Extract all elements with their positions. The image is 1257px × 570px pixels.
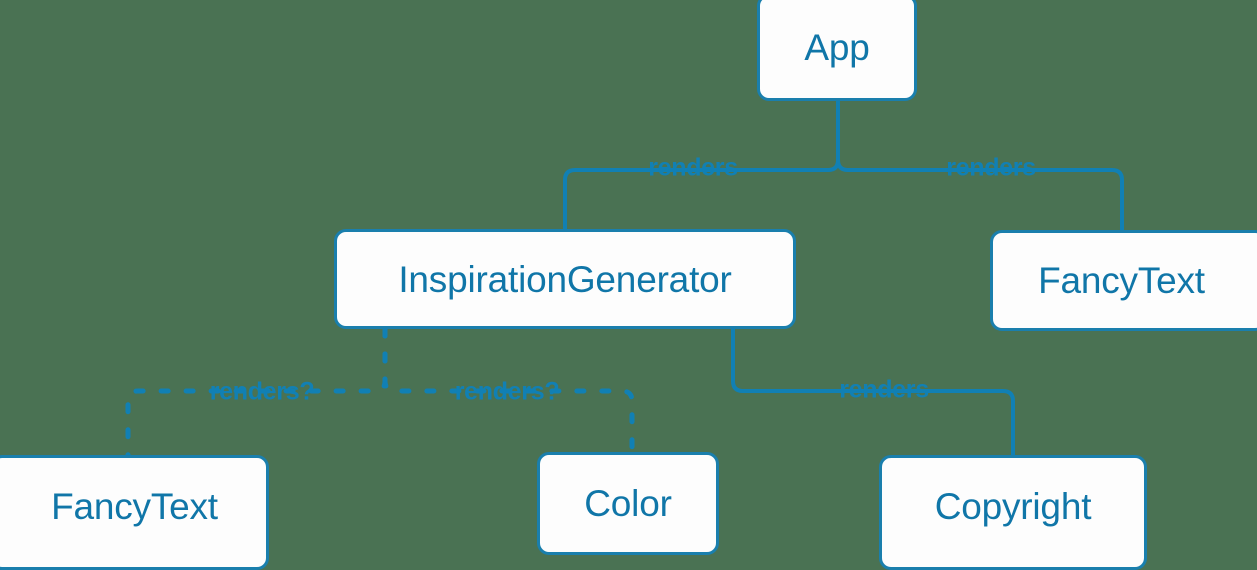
edge-label-inspgen-color: renders? <box>454 377 560 406</box>
node-app[interactable]: App <box>757 0 917 101</box>
node-label-app: App <box>804 27 870 68</box>
edge-app-fancytext <box>836 99 1124 232</box>
node-fancytext-bottom[interactable]: FancyText <box>0 455 269 570</box>
node-copyright[interactable]: Copyright <box>879 455 1147 570</box>
edge-inspgen-copyright <box>731 327 1015 457</box>
edge-label-app-inspgen: renders <box>648 153 738 182</box>
edge-inspgen-color <box>382 326 635 455</box>
node-label-color: Color <box>584 483 672 524</box>
node-label-fancytext-bottom: FancyText <box>51 486 218 527</box>
node-fancytext-top[interactable]: FancyText <box>990 230 1257 331</box>
node-label-inspirationgenerator: InspirationGenerator <box>398 258 732 300</box>
edge-label-inspgen-copyright: renders <box>839 375 929 404</box>
node-label-copyright: Copyright <box>934 486 1092 527</box>
edge-label-app-fancytext: renders <box>946 153 1036 182</box>
edge-label-inspgen-fancytext: renders? <box>209 377 315 406</box>
node-inspirationgenerator[interactable]: InspirationGenerator <box>334 229 796 329</box>
node-label-fancytext-top: FancyText <box>1038 260 1205 301</box>
node-color[interactable]: Color <box>537 452 719 555</box>
